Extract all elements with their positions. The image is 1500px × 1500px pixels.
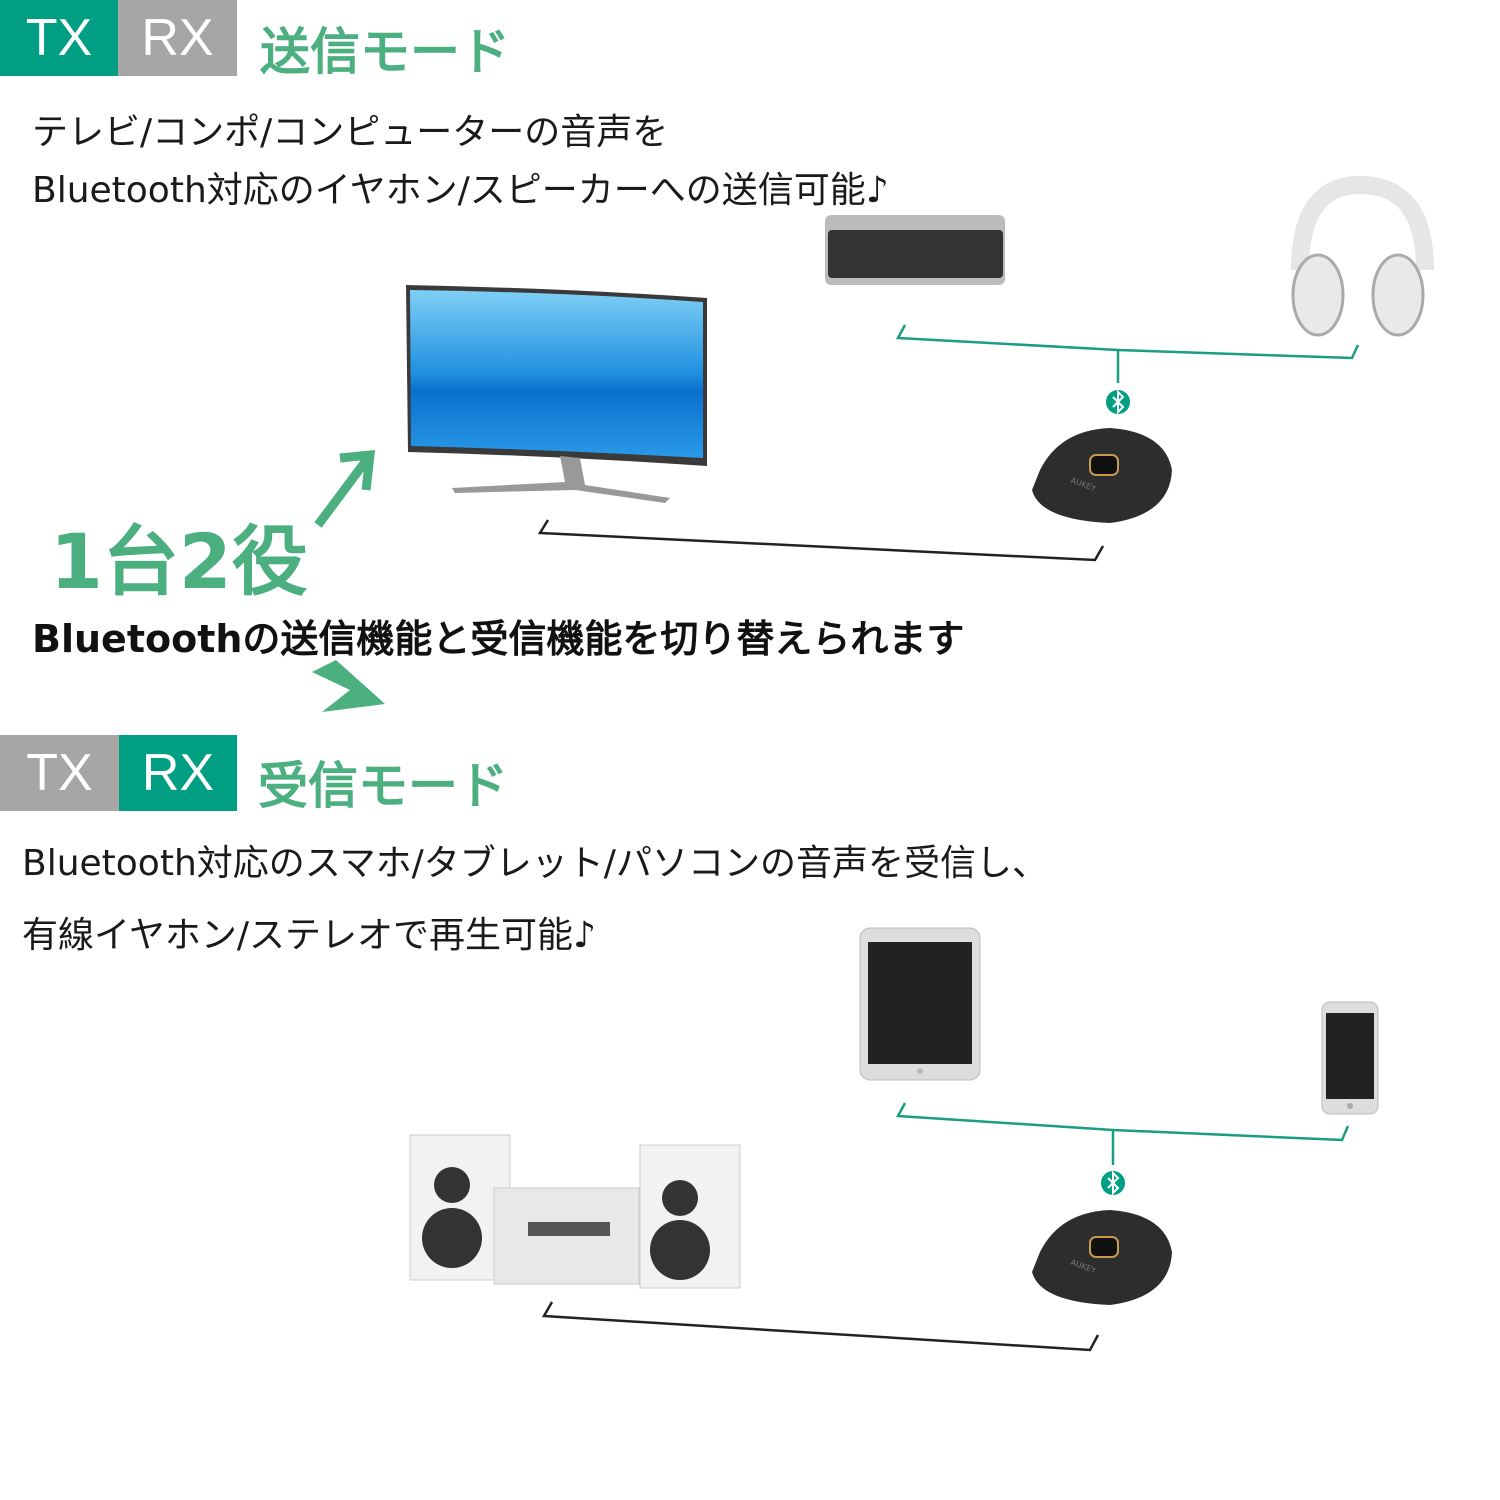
- bluetooth-icon: [1101, 1170, 1125, 1196]
- rx-tag-active: RX: [119, 735, 237, 811]
- aukey-device-tx: [1032, 428, 1172, 523]
- aukey-device-rx: [1032, 1210, 1172, 1305]
- switch-headline: Bluetoothの送信機能と受信機能を切り替えられます: [32, 617, 965, 661]
- rx-mode-title: 受信モード: [258, 757, 508, 815]
- bluetooth-icon: [1106, 389, 1130, 415]
- tx-desc-line-1: テレビ/コンポ/コンピューターの音声を: [32, 112, 669, 153]
- cable-line-tx: [537, 519, 1105, 562]
- stereo-system-icon: [409, 1134, 741, 1289]
- connection-lines-rx: [895, 1102, 1350, 1165]
- headphones-icon: [1291, 175, 1434, 337]
- speaker-icon: [825, 215, 1005, 285]
- one-unit-two-roles-badge: 1台2役: [50, 517, 308, 606]
- tx-desc-line-2: Bluetooth対応のイヤホン/スピーカーへの送信可能♪: [32, 170, 889, 211]
- arrow-up-icon: [314, 449, 376, 528]
- connection-lines-tx: [895, 324, 1360, 383]
- tx-tag-inactive: TX: [0, 735, 119, 811]
- cable-line-rx: [541, 1301, 1100, 1352]
- rx-desc-line-2: 有線イヤホン/ステレオで再生可能♪: [22, 915, 597, 956]
- tv-monitor-icon: [406, 285, 707, 503]
- tablet-icon: [859, 927, 981, 1081]
- arrow-down-icon: [312, 660, 385, 712]
- tx-tag-active: TX: [0, 0, 118, 76]
- rx-tag-inactive: RX: [118, 0, 237, 76]
- smartphone-icon: [1321, 1001, 1379, 1115]
- tx-mode-title: 送信モード: [260, 23, 510, 81]
- rx-desc-line-1: Bluetooth対応のスマホ/タブレット/パソコンの音声を受信し、: [22, 843, 1048, 884]
